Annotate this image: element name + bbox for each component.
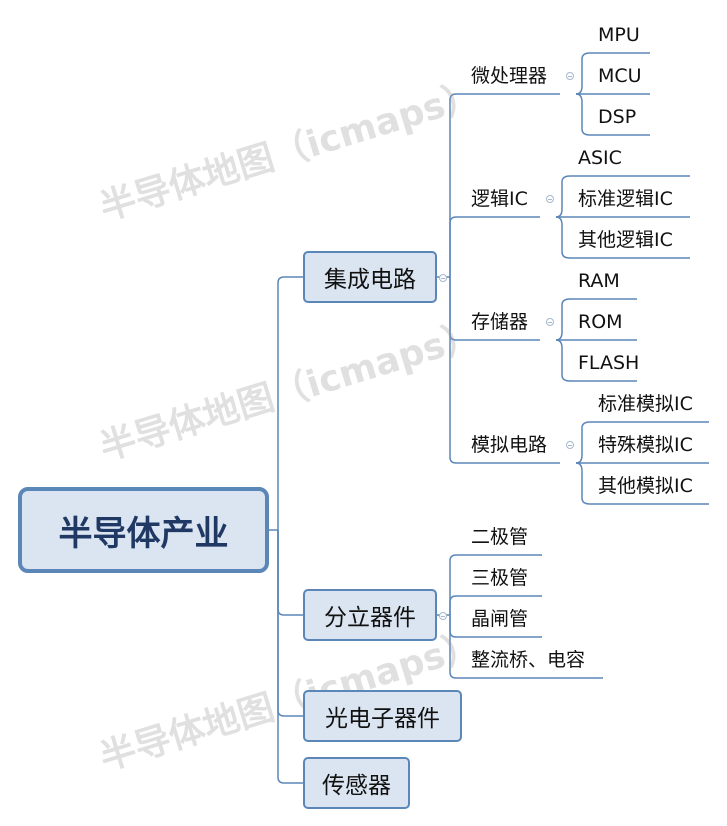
connector-ic-analog-circuit bbox=[449, 277, 560, 464]
collapse-toggle-memory[interactable] bbox=[546, 318, 554, 326]
leaf-mpu[interactable]: MPU bbox=[598, 24, 640, 46]
category-logic-ic[interactable]: 逻辑IC bbox=[471, 188, 528, 210]
branch-optoelectronics[interactable]: 光电子器件 bbox=[303, 690, 462, 742]
connector-analog-0 bbox=[575, 421, 709, 464]
root-node[interactable]: 半导体产业 bbox=[18, 487, 269, 573]
branch-integrated-circuit[interactable]: 集成电路 bbox=[303, 251, 437, 303]
connector-ic-logic-ic bbox=[449, 216, 540, 277]
connector-logic-2 bbox=[555, 216, 690, 259]
connector-logic-0 bbox=[555, 175, 690, 218]
category-microprocessor[interactable]: 微处理器 bbox=[471, 65, 548, 87]
connector-to-sensors bbox=[277, 530, 303, 784]
connector-discrete-1 bbox=[449, 595, 542, 615]
category-memory[interactable]: 存储器 bbox=[471, 311, 529, 333]
collapse-toggle-integrated-circuit[interactable] bbox=[439, 274, 447, 282]
leaf-ram[interactable]: RAM bbox=[578, 270, 620, 292]
connector-micro-0 bbox=[575, 52, 650, 95]
leaf-transistor[interactable]: 三极管 bbox=[471, 567, 529, 589]
leaf-mcu[interactable]: MCU bbox=[598, 65, 642, 87]
collapse-toggle-discrete-devices[interactable] bbox=[439, 612, 447, 620]
connector-ic-microprocessor bbox=[449, 93, 560, 277]
branch-discrete-devices[interactable]: 分立器件 bbox=[303, 589, 437, 641]
connector-analog-2 bbox=[575, 462, 709, 505]
connector-memory-0 bbox=[555, 298, 637, 341]
category-analog-circuit[interactable]: 模拟电路 bbox=[471, 434, 548, 456]
leaf-special-analog-ic[interactable]: 特殊模拟IC bbox=[598, 434, 693, 456]
collapse-toggle-microprocessor[interactable] bbox=[566, 72, 574, 80]
collapse-toggle-analog-circuit[interactable] bbox=[566, 441, 574, 449]
leaf-diode[interactable]: 二极管 bbox=[471, 526, 529, 548]
leaf-rom[interactable]: ROM bbox=[578, 311, 623, 333]
connector-discrete-3 bbox=[449, 615, 603, 679]
collapse-toggle-logic-ic[interactable] bbox=[546, 195, 554, 203]
connector-discrete-0 bbox=[449, 554, 542, 615]
leaf-dsp[interactable]: DSP bbox=[598, 106, 637, 128]
leaf-asic[interactable]: ASIC bbox=[578, 147, 622, 169]
leaf-standard-logic-ic[interactable]: 标准逻辑IC bbox=[578, 188, 673, 210]
leaf-standard-analog-ic[interactable]: 标准模拟IC bbox=[598, 393, 693, 415]
connector-memory-2 bbox=[555, 339, 637, 382]
leaf-other-analog-ic[interactable]: 其他模拟IC bbox=[598, 475, 693, 497]
leaf-flash[interactable]: FLASH bbox=[578, 352, 640, 374]
leaf-rectifier-capacitor[interactable]: 整流桥、电容 bbox=[471, 649, 586, 671]
leaf-thyristor[interactable]: 晶闸管 bbox=[471, 608, 529, 630]
connector-micro-2 bbox=[575, 93, 650, 136]
leaf-other-logic-ic[interactable]: 其他逻辑IC bbox=[578, 229, 673, 251]
connector-to-discrete-devices bbox=[277, 530, 303, 616]
connector-to-integrated-circuit bbox=[277, 276, 303, 530]
branch-sensors[interactable]: 传感器 bbox=[303, 757, 410, 809]
